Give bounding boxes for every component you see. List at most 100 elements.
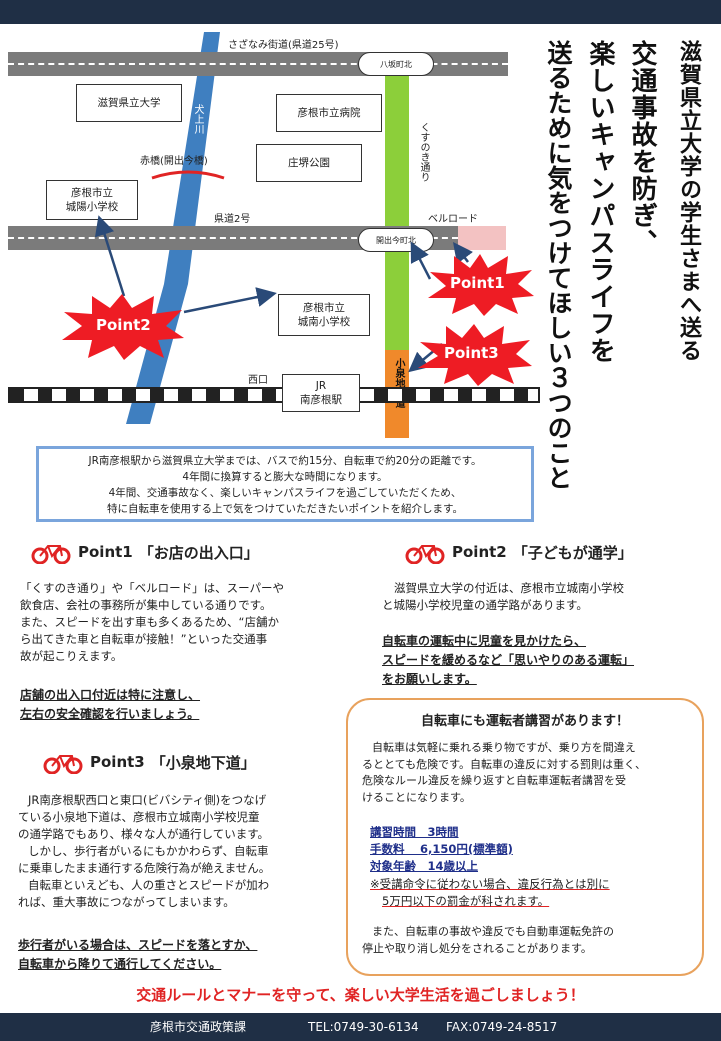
info-box: JR南彦根駅から滋賀県立大学までは、バスで約15分、自転車で約20分の距離です。… <box>36 446 534 522</box>
footer-tel: TEL:0749-30-6134 <box>308 1020 419 1034</box>
bridge-mark <box>151 170 225 180</box>
point3-burst-icon <box>418 324 532 386</box>
point2-text-1: 滋賀県立大学の付近は、彦根市立城南小学校 <box>394 581 624 595</box>
lecture-fee: 手数料 6,150円(標準額) <box>370 842 513 856</box>
point1-text-5: 故が起こりえます。 <box>20 649 123 663</box>
bicycle-icon <box>405 545 445 564</box>
road-mid-label: 県道2号 <box>214 214 251 225</box>
point1-heading: Point1 「お店の出入口」 <box>30 540 259 564</box>
info-line4: 特に自転車を使用する上で気をつけていただきたいポイントを紹介します。 <box>107 503 463 515</box>
point3-tag: Point3 <box>90 753 145 771</box>
bicycle-icon <box>31 545 71 564</box>
point1-body: 「くすのき通り」や「ベルロード」は、スーパーや 飲食店、会社の事務所が集中してい… <box>20 580 340 665</box>
nishiguchi-label: 西口 <box>248 375 268 386</box>
hospital-box: 彦根市立病院 <box>276 94 382 132</box>
point1-burst-icon <box>428 254 534 316</box>
point2-emph-3: をお願いします。 <box>382 672 477 686</box>
point3-text-4: しかし、歩行者がいるにもかかわらず、自転車 <box>28 844 269 858</box>
title-line4: 送るために気をつけてほしい３つのこと <box>544 40 573 490</box>
lecture-hours: 講習時間 3時間 <box>370 825 459 839</box>
koizumi-underpass-label: 小泉地下道 <box>393 358 404 408</box>
lecture-age: 対象年齢 14歳以上 <box>370 859 479 873</box>
lecture-text-3: 危険なルール違反を繰り返すと自転車運転者講習を受 <box>362 774 626 787</box>
point3-text-3: の通学路でもあり、様々な人が通行しています。 <box>18 827 270 841</box>
title-line2: 交通事故を防ぎ、 <box>627 40 657 256</box>
point1-text-2: 飲食店、会社の事務所が集中している通りです。 <box>20 598 272 612</box>
lecture-footnote: また、自転車の事故や違反でも自動車運転免許の 停止や取り消し処分をされることがあ… <box>362 924 614 957</box>
jonan-school-box: 彦根市立 城南小学校 <box>278 294 370 336</box>
jyoyo-school-box: 彦根市立 城陽小学校 <box>46 180 138 220</box>
road-top-label: さざなみ街道(県道25号) <box>228 40 339 51</box>
jonan-school-line1: 彦根市立 <box>303 302 345 314</box>
point3-heading: Point3 「小泉地下道」 <box>42 750 256 774</box>
point2-text-2: と城陽小学校児童の通学路があります。 <box>382 598 588 612</box>
point1-emph-1: 店舗の出入口付近は特に注意し、 <box>20 688 201 702</box>
lecture-note: ※受講命令に従わない場合、違反行為とは別に 5万円以下の罰金が科されます。 <box>370 876 610 910</box>
lecture-foot-2: 停止や取り消し処分をされることがあります。 <box>362 941 592 955</box>
point2-burst-icon <box>62 294 184 360</box>
point2-tag: Point2 <box>452 543 507 561</box>
lecture-note-2: 5万円以下の罰金が科されます。 <box>382 894 550 908</box>
slogan: 交通ルールとマナーを守って、楽しい大学生活を過ごしましょう！ <box>136 986 585 1004</box>
jyoyo-school-line2: 城陽小学校 <box>65 201 119 213</box>
station-box: JR 南彦根駅 <box>282 374 360 412</box>
point3-emphasis: 歩行者がいる場合は、スピードを落とすか、 自転車から降りて通行してください。 <box>18 936 257 974</box>
point2-emph-2: スピードを緩めるなど「思いやりのある運転」 <box>382 653 635 667</box>
kusunoki-street <box>385 64 409 350</box>
station-line1: JR <box>315 380 327 392</box>
info-line1: JR南彦根駅から滋賀県立大学までは、バスで約15分、自転車で約20分の距離です。 <box>88 455 482 467</box>
point3-emph-1: 歩行者がいる場合は、スピードを落とすか、 <box>18 938 258 952</box>
info-line3: 4年間、交通事故なく、楽しいキャンパスライフを過ごしていただくため、 <box>108 487 462 499</box>
point1-text-4: ら出てきた車と自転車が接触！”といった交通事 <box>20 632 268 646</box>
point3-title: 「小泉地下道」 <box>150 753 256 772</box>
point2-emph-1: 自転車の運転中に児童を見かけたら、 <box>382 634 587 648</box>
lecture-title: 自転車にも運転者講習があります！ <box>420 714 629 729</box>
lecture-note-1: ※受講命令に従わない場合、違反行為とは別に <box>370 877 610 891</box>
lecture-text-4: けることになります。 <box>362 790 471 804</box>
point2-title: 「子どもが通学」 <box>512 543 633 562</box>
point1-label: Point1 <box>450 274 505 292</box>
top-bar <box>0 0 721 24</box>
point3-text-6: 自転車といえども、人の重さとスピードが加わ <box>28 878 270 892</box>
bicycle-icon <box>43 755 83 774</box>
footer-fax: FAX:0749-24-8517 <box>446 1020 558 1034</box>
footer-org: 彦根市交通政策課 <box>150 1020 247 1034</box>
info-line2: 4年間に換算すると膨大な時間になります。 <box>182 471 388 483</box>
footer: 彦根市交通政策課 TEL:0749-30-6134 FAX:0749-24-85… <box>0 1013 721 1041</box>
point3-text-2: ている小泉地下道は、彦根市立城南小学校児童 <box>18 810 260 824</box>
point2-body: 滋賀県立大学の付近は、彦根市立城南小学校 と城陽小学校児童の通学路があります。 <box>382 580 702 614</box>
title-line3: 楽しいキャンパスライフを <box>585 40 615 364</box>
station-line2: 南彦根駅 <box>300 394 342 406</box>
lecture-foot-1: また、自転車の事故や違反でも自動車運転免許の <box>372 925 614 938</box>
map: 小泉地下道 さざなみ街道(県道25号) 県道2号 ベルロード 西口 犬上川 くす… <box>0 24 540 444</box>
point3-text-1: JR南彦根駅西口と東口(ビバシティ側)をつなげ <box>28 793 267 807</box>
point3-label: Point3 <box>444 344 499 362</box>
bridge-label: 赤橋(開出今橋) <box>140 156 208 167</box>
lecture-text-1: 自転車は気軽に乗れる乗り物ですが、乗り方を間違え <box>372 741 636 754</box>
park-box: 庄堺公園 <box>256 144 362 182</box>
point1-title: 「お店の出入口」 <box>138 543 259 562</box>
bell-road-label: ベルロード <box>428 214 478 225</box>
title-line1: 滋賀県立大学の学生さまへ送る <box>676 40 701 362</box>
lecture-desc: 自転車は気軽に乗れる乗り物ですが、乗り方を間違え るととても危険です。自転車の違… <box>362 740 646 806</box>
point2-heading: Point2 「子どもが通学」 <box>404 540 633 564</box>
point2-label: Point2 <box>96 316 151 334</box>
lecture-details: 講習時間 3時間 手数料 6,150円(標準額) 対象年齢 14歳以上 <box>370 824 513 875</box>
point1-text-1: 「くすのき通り」や「ベルロード」は、スーパーや <box>20 581 285 595</box>
point3-text-7: れば、重大事故につながってしまいます。 <box>18 895 235 909</box>
railway <box>8 387 540 403</box>
point2-emphasis: 自転車の運転中に児童を見かけたら、 スピードを緩めるなど「思いやりのある運転」 … <box>382 632 634 689</box>
point3-emph-2: 自転車から降りて通行してください。 <box>18 957 222 971</box>
univ-box: 滋賀県立大学 <box>76 84 182 122</box>
point1-text-3: また、スピードを出す車も多くあるため、“店舗か <box>20 615 279 629</box>
point3-body: JR南彦根駅西口と東口(ビバシティ側)をつなげ ている小泉地下道は、彦根市立城南… <box>18 792 342 911</box>
lecture-text-2: るととても危険です。自転車の違反に対する罰則は重く、 <box>362 757 647 771</box>
signal-hassaka: 八坂町北 <box>358 52 434 76</box>
point3-text-5: に乗車したまま通行する危険行為が絶えません。 <box>18 861 271 875</box>
inukami-river-label: 犬上川 <box>192 104 203 134</box>
point1-emphasis: 店舗の出入口付近は特に注意し、 左右の安全確認を行いましょう。 <box>20 686 200 724</box>
jonan-school-line2: 城南小学校 <box>297 316 351 328</box>
point1-emph-2: 左右の安全確認を行いましょう。 <box>20 707 200 721</box>
point1-tag: Point1 <box>78 543 133 561</box>
kusunoki-label: くすのき通り <box>418 122 429 182</box>
